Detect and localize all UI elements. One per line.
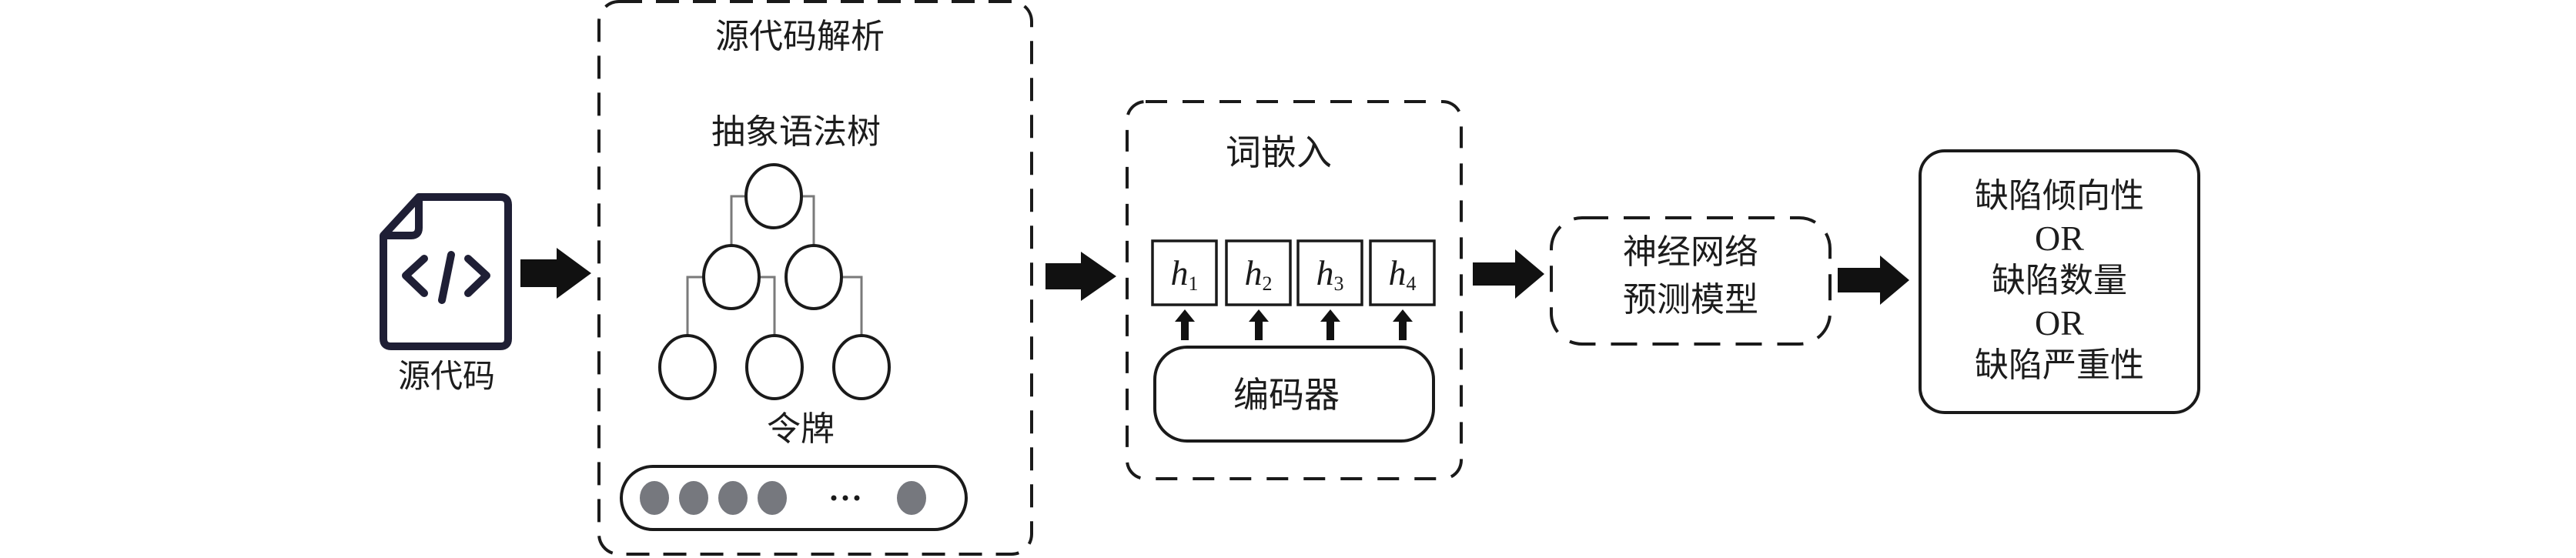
token-sequence: [620, 465, 968, 531]
token: [758, 481, 787, 515]
flow-arrow-3: [1473, 249, 1544, 299]
vector-subscript: 3: [1333, 272, 1344, 295]
vector-base: h: [1388, 253, 1407, 292]
flow-arrow-1: [520, 248, 591, 299]
ast-edge: [801, 195, 815, 246]
ast-edge: [841, 276, 863, 336]
ast-edge: [686, 276, 704, 336]
vector-subscript: 2: [1262, 272, 1273, 295]
token: [718, 481, 748, 515]
model-panel: [1550, 216, 1832, 346]
embedding-panel: [1126, 100, 1463, 480]
model-label-line2: 预测模型: [1623, 280, 1758, 319]
vector-box-h4: [1369, 239, 1436, 306]
model-label-line1: 神经网络: [1623, 232, 1758, 272]
code-file-icon: [380, 193, 512, 350]
output-or-2: OR: [2035, 303, 2084, 342]
vector-subscript: 1: [1188, 272, 1199, 295]
ast-nodes: [658, 163, 891, 400]
ast-node: [785, 244, 843, 310]
output-defect-severity: 缺陷严重性: [1975, 346, 2144, 385]
encoder-output-arrows: [1175, 309, 1413, 340]
token-label: 令牌: [767, 409, 835, 449]
token: [679, 481, 708, 515]
ast-node-root: [744, 163, 803, 229]
output-or-1: OR: [2035, 219, 2084, 258]
parsing-title: 源代码解析: [715, 17, 885, 56]
up-arrow: [1320, 309, 1340, 340]
up-arrow: [1249, 309, 1269, 340]
ast-edge: [758, 276, 776, 336]
ast-node: [702, 244, 761, 310]
ast-label: 抽象语法树: [711, 112, 881, 152]
vector-box-h1: [1151, 239, 1218, 306]
token-ellipsis-dots: [831, 495, 860, 501]
source-code-label: 源代码: [397, 357, 495, 395]
ast-edge: [730, 195, 746, 246]
ast-node-leaf: [832, 334, 891, 400]
ast-edges: [686, 195, 863, 336]
up-arrow: [1393, 309, 1413, 340]
flow-arrow-4: [1838, 256, 1909, 305]
token: [640, 481, 669, 515]
ast-node-leaf: [745, 334, 804, 400]
tokens: [640, 481, 926, 515]
vector-base: h: [1316, 253, 1334, 292]
output-lines: 缺陷倾向性 OR 缺陷数量 OR 缺陷严重性: [1920, 174, 2199, 388]
flow-arrow-2: [1045, 252, 1116, 301]
vector-base: h: [1170, 253, 1189, 292]
embedding-vectors: [1151, 239, 1436, 306]
vector-base: h: [1244, 253, 1263, 292]
vector-box-h3: [1296, 239, 1363, 306]
encoder-box: [1153, 346, 1435, 443]
up-arrow: [1175, 309, 1195, 340]
output-defect-proneness: 缺陷倾向性: [1975, 176, 2144, 216]
parsing-panel: [597, 0, 1033, 556]
vector-box-h2: [1225, 239, 1292, 306]
vector-subscript: 4: [1406, 272, 1417, 295]
token: [897, 481, 926, 515]
output-defect-count: 缺陷数量: [1992, 261, 2127, 300]
output-panel: [1919, 149, 2200, 414]
encoder-label: 编码器: [1233, 374, 1340, 416]
embedding-title: 词嵌入: [1226, 132, 1332, 173]
ast-node-leaf: [658, 334, 717, 400]
